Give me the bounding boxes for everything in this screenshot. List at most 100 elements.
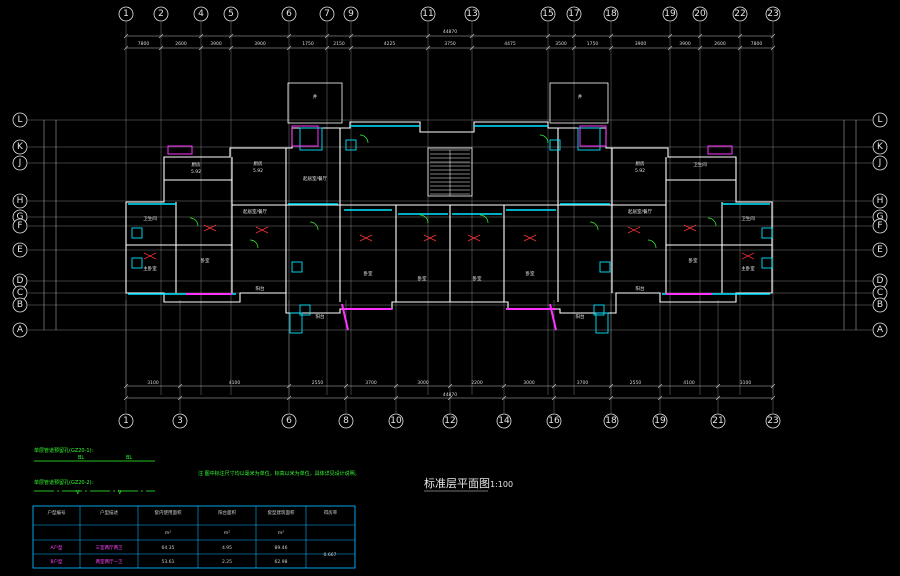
table-header: 阳台面积 bbox=[218, 509, 236, 516]
axis-label: 19 bbox=[654, 416, 666, 426]
axis-bubble bbox=[732, 6, 748, 22]
axis-bubble bbox=[223, 6, 239, 22]
axis-bubble bbox=[872, 322, 888, 338]
room-label: 主卧室 bbox=[741, 265, 755, 272]
table-cell: A户型 bbox=[50, 544, 63, 551]
table-cell: 64.35 bbox=[162, 545, 175, 551]
table-unit: m² bbox=[224, 531, 230, 536]
axis-label: K bbox=[17, 142, 24, 152]
axis-label: B bbox=[17, 300, 23, 310]
room-labels: 厨房 5.92 厨房 5.92 厨房 5.92 卫生间 卫生间 卫生间 起居室/… bbox=[143, 93, 755, 320]
dimension-text: 4100 bbox=[229, 380, 241, 386]
axis-bubble bbox=[872, 112, 888, 128]
room-label: 卧室 bbox=[201, 257, 210, 264]
dimension-text: 3900 bbox=[635, 41, 647, 47]
table-cell: 4.95 bbox=[222, 545, 232, 551]
axis-bubble bbox=[765, 413, 781, 429]
room-label: 卧室 bbox=[418, 275, 427, 282]
table-header: 户型描述 bbox=[100, 509, 118, 516]
axis-bubble bbox=[420, 6, 436, 22]
axis-bubble bbox=[603, 6, 619, 22]
dimension-text: 2200 bbox=[471, 380, 483, 386]
axis-label: C bbox=[877, 288, 883, 298]
axis-label: 19 bbox=[664, 9, 676, 19]
dimension-text: 3700 bbox=[577, 380, 589, 386]
axis-label: 10 bbox=[390, 416, 402, 426]
axis-label: J bbox=[878, 158, 882, 168]
axis-bubble bbox=[12, 112, 28, 128]
room-label: 卧室 bbox=[364, 270, 373, 277]
table-cell: B户型 bbox=[50, 558, 63, 565]
room-area: 5.92 bbox=[253, 168, 263, 174]
dimension-text: 2600 bbox=[175, 41, 187, 47]
dimension-text: 2150 bbox=[333, 41, 345, 47]
table-cell: 53.61 bbox=[162, 559, 175, 565]
table-header: 套内使用面积 bbox=[155, 509, 182, 516]
axis-label: D bbox=[17, 276, 24, 286]
table-cell: 2.25 bbox=[222, 559, 232, 565]
dimension-text: 3100 bbox=[147, 380, 159, 386]
axis-label: 1 bbox=[123, 416, 129, 426]
drawing-title: 标准层平面图 bbox=[424, 476, 490, 490]
axis-bubble bbox=[652, 413, 668, 429]
axis-bubble bbox=[662, 6, 678, 22]
axis-bubble bbox=[118, 6, 134, 22]
room-label: 起居室/餐厅 bbox=[243, 208, 268, 215]
legend-line2-mark: V bbox=[118, 490, 122, 496]
axis-bubble bbox=[281, 413, 297, 429]
axis-bubble bbox=[153, 6, 169, 22]
room-label: 卧室 bbox=[473, 275, 482, 282]
table-cell: 89.46 bbox=[275, 545, 288, 551]
axis-bubble bbox=[12, 155, 28, 171]
room-label: 阳台 bbox=[576, 313, 585, 320]
dimension-text: 3900 bbox=[254, 41, 266, 47]
room-label: 主卧室 bbox=[143, 265, 157, 272]
axis-label: 13 bbox=[466, 9, 477, 19]
dimension-text: 2600 bbox=[714, 41, 726, 47]
axis-label: 11 bbox=[422, 9, 433, 19]
stair-treads bbox=[430, 149, 470, 196]
top-balconies bbox=[287, 82, 609, 197]
room-label: 阳台 bbox=[636, 285, 645, 292]
table-header: 户型编号 bbox=[48, 509, 66, 516]
legend: 单层管道预留孔(GZ20-1): BL BL 单层管道预留孔(GZ20-2): … bbox=[34, 447, 360, 496]
room-label: 阳台 bbox=[256, 285, 265, 292]
axis-label: 3 bbox=[177, 416, 183, 426]
axis-bubble bbox=[872, 297, 888, 313]
table-cell: 两室两厅一卫 bbox=[96, 558, 123, 565]
dimension-text: 3900 bbox=[210, 41, 222, 47]
axis-label: F bbox=[17, 221, 22, 231]
axis-label: 6 bbox=[286, 9, 292, 19]
axis-label: G bbox=[17, 212, 24, 222]
dimension-text: 3000 bbox=[417, 380, 429, 386]
dimension-text: 4475 bbox=[504, 41, 516, 47]
axis-label: 21 bbox=[712, 416, 723, 426]
dimension-text: 2550 bbox=[312, 380, 324, 386]
dimension-text: 3700 bbox=[365, 380, 377, 386]
axis-label: 6 bbox=[286, 416, 292, 426]
balcony-right-top bbox=[549, 82, 609, 124]
axis-label: L bbox=[17, 115, 22, 125]
dimension-text: 7800 bbox=[751, 41, 763, 47]
dimension-text: 7800 bbox=[138, 41, 150, 47]
room-area: 5.92 bbox=[635, 168, 645, 174]
axis-bubble bbox=[12, 218, 28, 234]
axis-label: B bbox=[877, 300, 883, 310]
axis-bubble bbox=[566, 6, 582, 22]
room-label: 卫生间 bbox=[143, 215, 157, 222]
axis-bubble bbox=[281, 6, 297, 22]
axis-label: A bbox=[17, 325, 24, 335]
axis-label: A bbox=[877, 325, 884, 335]
axis-bubble bbox=[12, 242, 28, 258]
axis-bubble bbox=[692, 6, 708, 22]
dimension-text: 3000 bbox=[523, 380, 535, 386]
axis-bubble bbox=[12, 322, 28, 338]
axis-label: F bbox=[877, 221, 882, 231]
room-label: 卫生间 bbox=[741, 215, 755, 222]
dimension-total: 44870 bbox=[443, 392, 457, 398]
room-label: 卧室 bbox=[689, 257, 698, 264]
left-wing-outline bbox=[125, 121, 773, 314]
table-cell: 三室两厅两卫 bbox=[96, 544, 123, 551]
